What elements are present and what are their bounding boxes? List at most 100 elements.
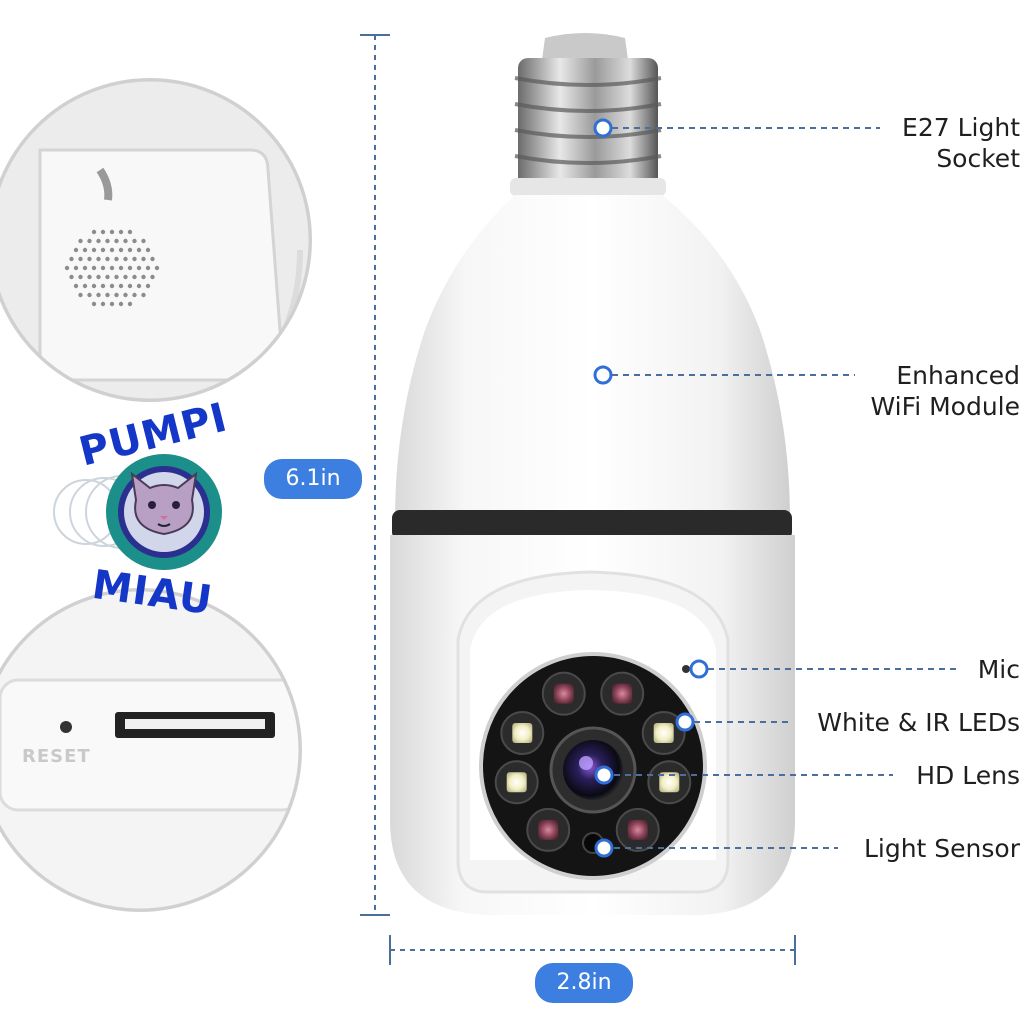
speaker-hole bbox=[136, 247, 142, 253]
speaker-hole bbox=[87, 238, 92, 244]
speaker-hole bbox=[73, 283, 79, 289]
speaker-hole bbox=[145, 283, 151, 289]
speaker-hole bbox=[78, 292, 83, 298]
speaker-hole bbox=[73, 247, 79, 253]
speaker-hole bbox=[100, 301, 106, 307]
speaker-hole bbox=[96, 274, 101, 280]
speaker-hole bbox=[141, 274, 146, 280]
width-dimension bbox=[389, 935, 796, 965]
speaker-hole bbox=[123, 274, 128, 280]
speaker-hole bbox=[105, 256, 110, 262]
speaker-hole bbox=[64, 265, 70, 271]
callout-markers bbox=[593, 118, 709, 858]
speaker-hole bbox=[127, 301, 133, 307]
white-led bbox=[512, 723, 533, 744]
speaker-hole bbox=[87, 274, 92, 280]
callout-mic-label: Mic bbox=[977, 655, 1020, 684]
speaker-grille bbox=[64, 229, 160, 307]
ir-led bbox=[627, 819, 648, 840]
speaker-hole bbox=[91, 283, 97, 289]
speaker-hole bbox=[100, 247, 106, 253]
speaker-hole bbox=[82, 247, 88, 253]
speaker-hole bbox=[109, 229, 115, 235]
reset-hole bbox=[60, 721, 72, 733]
speaker-hole bbox=[78, 238, 83, 244]
cat-icon bbox=[130, 471, 198, 536]
marker-socket bbox=[593, 118, 613, 138]
speaker-hole bbox=[150, 256, 155, 262]
speaker-hole bbox=[105, 292, 110, 298]
speaker-hole bbox=[78, 256, 83, 262]
speaker-hole bbox=[96, 238, 101, 244]
height-badge: 6.1in bbox=[264, 459, 362, 499]
speaker-hole bbox=[118, 247, 124, 253]
speaker-hole bbox=[91, 247, 97, 253]
ir-led bbox=[553, 683, 574, 704]
speaker-hole bbox=[141, 256, 146, 262]
speaker-hole bbox=[141, 292, 146, 298]
ir-led bbox=[538, 819, 559, 840]
speaker-hole bbox=[118, 301, 124, 307]
speaker-hole bbox=[87, 256, 92, 262]
speaker-hole bbox=[150, 274, 155, 280]
speaker-hole bbox=[109, 265, 115, 271]
socket-line-2: Socket bbox=[936, 144, 1020, 173]
speaker-hole bbox=[105, 274, 110, 280]
speaker-hole bbox=[91, 229, 97, 235]
white-led bbox=[653, 723, 674, 744]
speaker-hole bbox=[141, 238, 146, 244]
reset-label: RESET bbox=[22, 746, 91, 767]
speaker-hole bbox=[109, 283, 115, 289]
speaker-hole bbox=[73, 265, 79, 271]
speaker-hole bbox=[145, 247, 151, 253]
speaker-hole bbox=[132, 274, 137, 280]
white-led bbox=[659, 772, 680, 793]
white-led bbox=[506, 772, 527, 793]
speaker-hole bbox=[82, 265, 88, 271]
speaker-hole bbox=[109, 247, 115, 253]
speaker-hole bbox=[69, 274, 74, 280]
speaker-hole bbox=[118, 283, 124, 289]
marker-wifi bbox=[593, 365, 613, 385]
callout-socket-label: E27 Light Socket bbox=[902, 112, 1020, 174]
width-badge: 2.8in bbox=[535, 963, 633, 1003]
speaker-hole bbox=[127, 265, 133, 271]
speaker-hole bbox=[96, 256, 101, 262]
wifi-line-2: WiFi Module bbox=[870, 392, 1020, 421]
speaker-hole bbox=[127, 247, 133, 253]
height-dimension bbox=[360, 34, 390, 916]
pumpi-miau-logo bbox=[53, 454, 222, 570]
sd-slot-inset bbox=[0, 588, 302, 912]
callout-wifi-label: Enhanced WiFi Module bbox=[871, 360, 1020, 422]
callout-lines bbox=[612, 127, 960, 849]
marker-leds bbox=[675, 712, 695, 732]
speaker-hole bbox=[132, 256, 137, 262]
speaker-hole bbox=[123, 238, 128, 244]
hd-lens bbox=[563, 740, 623, 800]
speaker-hole bbox=[82, 283, 88, 289]
speaker-hole bbox=[136, 265, 142, 271]
marker-mic bbox=[689, 659, 709, 679]
bulb-camera bbox=[390, 33, 795, 915]
speaker-hole bbox=[145, 265, 151, 271]
speaker-hole bbox=[96, 292, 101, 298]
speaker-hole bbox=[123, 256, 128, 262]
speaker-hole bbox=[114, 238, 119, 244]
ir-led bbox=[612, 683, 633, 704]
speaker-hole bbox=[100, 265, 106, 271]
speaker-hole bbox=[123, 292, 128, 298]
led-array bbox=[494, 671, 692, 852]
speaker-hole bbox=[127, 229, 133, 235]
marker-sensor bbox=[594, 838, 614, 858]
speaker-hole bbox=[118, 265, 124, 271]
speaker-hole bbox=[118, 229, 124, 235]
speaker-hole bbox=[100, 229, 106, 235]
speaker-hole bbox=[78, 274, 83, 280]
speaker-hole bbox=[132, 292, 137, 298]
speaker-hole bbox=[87, 292, 92, 298]
speaker-hole bbox=[136, 283, 142, 289]
e27-socket bbox=[510, 33, 666, 196]
speaker-hole bbox=[114, 274, 119, 280]
speaker-hole bbox=[105, 238, 110, 244]
